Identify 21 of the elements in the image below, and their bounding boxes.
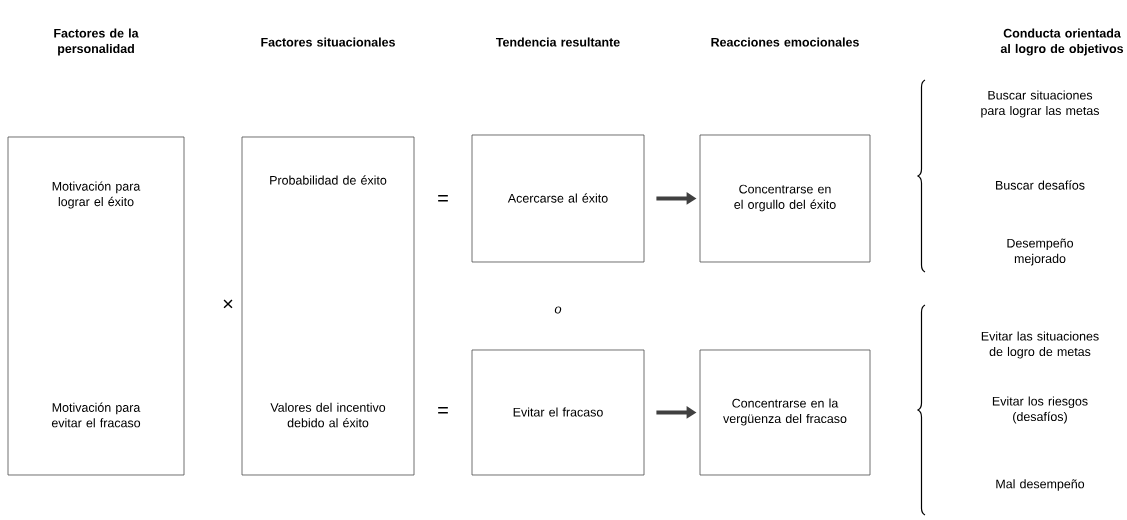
operator-symbol: = bbox=[438, 195, 448, 202]
outcome-text: Buscar desafíos bbox=[996, 180, 1085, 190]
connector-word: o bbox=[554, 306, 562, 314]
box: Acercarse al éxito bbox=[471, 134, 645, 263]
column-heading: Factores situacionales bbox=[261, 37, 395, 47]
box: Concentrarse en el orgullo del éxito bbox=[699, 134, 871, 263]
operator-symbol: × bbox=[223, 299, 233, 309]
operator-symbol: = bbox=[438, 407, 448, 414]
outcome-text: Buscar situaciones para lograr las metas bbox=[981, 90, 1100, 118]
column-heading: Reacciones emocionales bbox=[711, 37, 859, 47]
outcome-text: Mal desempeño bbox=[996, 479, 1085, 491]
outcome-text: Evitar los riesgos (desafíos) bbox=[992, 396, 1088, 424]
box: Evitar el fracaso bbox=[471, 349, 645, 476]
box: Motivación para lograr el éxito Motivación para evitar el fracaso bbox=[7, 136, 185, 476]
box: Concentrarse en la vergüenza del fracaso bbox=[699, 349, 871, 476]
column-heading: Tendencia resultante bbox=[496, 37, 620, 47]
outcome-text: Desempeño mejorado bbox=[1007, 238, 1074, 266]
box: Probabilidad de éxito Valores del incentivo debido al éxito bbox=[241, 136, 415, 476]
outcome-text: Evitar las situaciones de logro de metas bbox=[981, 331, 1099, 359]
column-heading: Factores de la personalidad bbox=[54, 28, 139, 56]
column-heading: Conducta orientada al logro de objetivos bbox=[1000, 28, 1124, 56]
